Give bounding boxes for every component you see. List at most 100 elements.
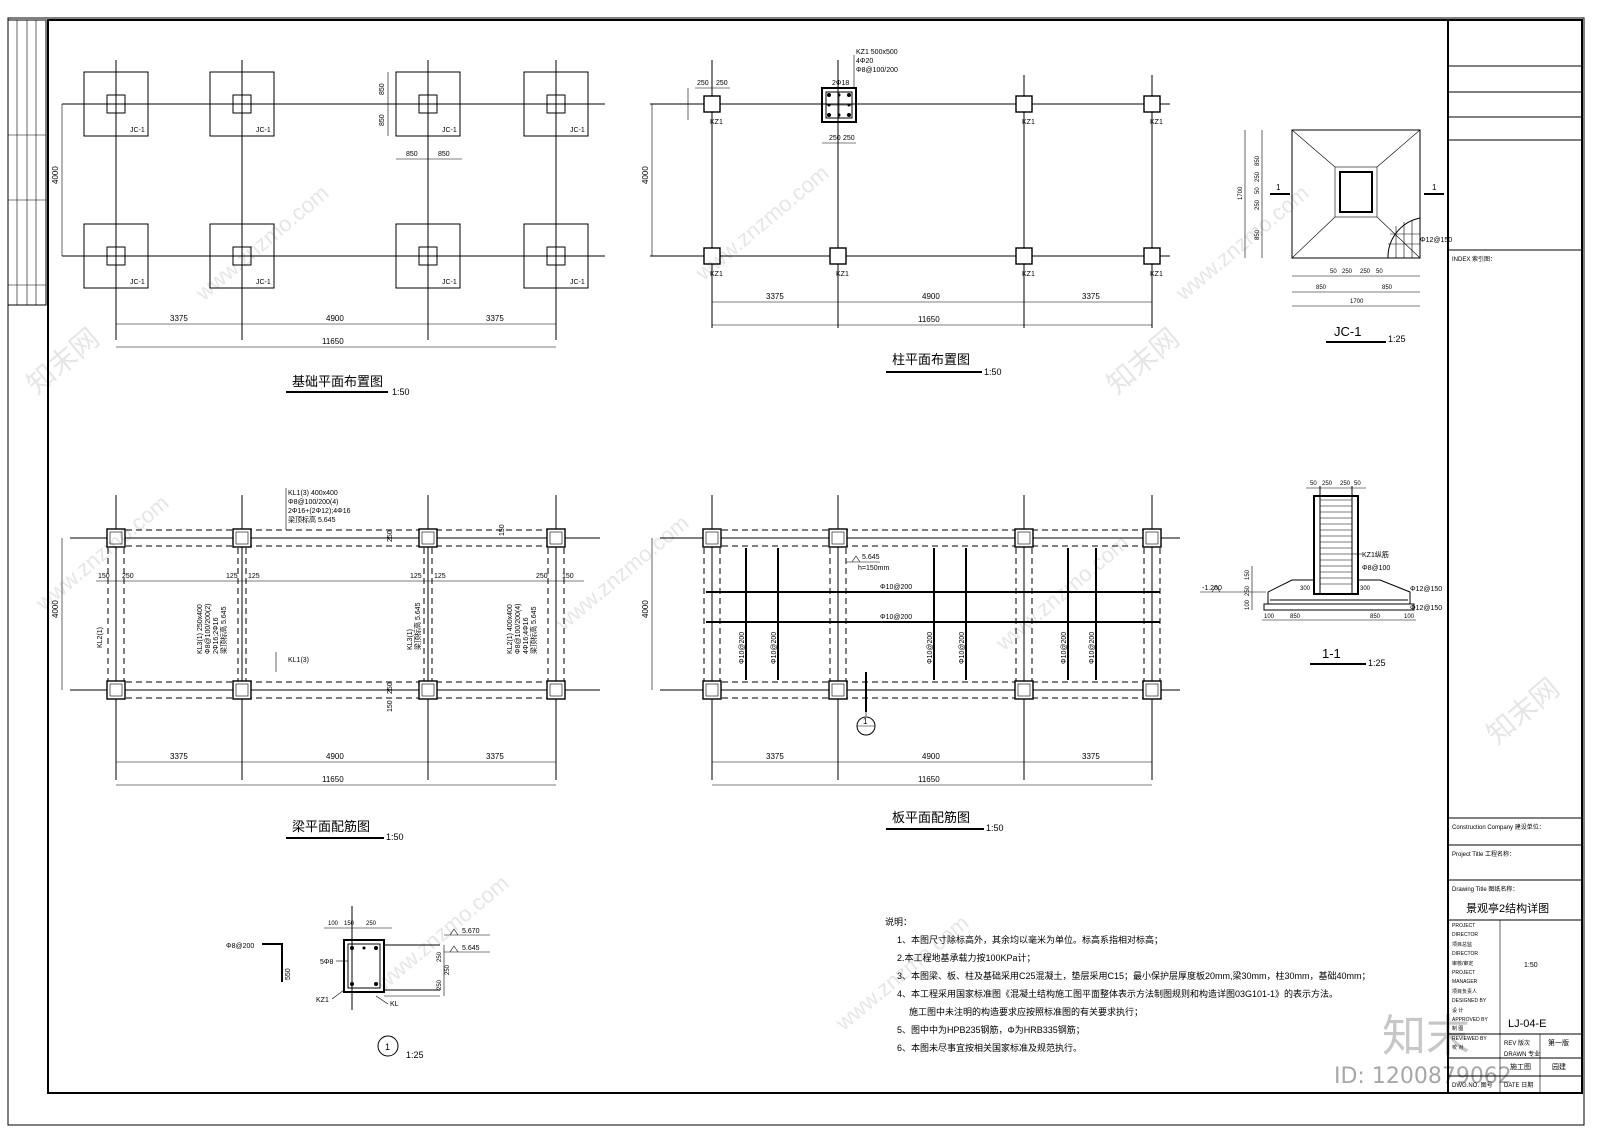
tb-row-1: 项目总监: [1452, 941, 1473, 948]
tb-drawn-label: DRAWN 专业: [1504, 1052, 1541, 1058]
d1-elev-1: 5.670: [462, 928, 480, 935]
column-inner: [549, 683, 563, 697]
fp-span-3: 3375: [486, 314, 504, 323]
footing-jc1: [83, 71, 149, 137]
tb-dwg-no-label: DWG.NO. 图号: [1452, 1083, 1493, 1089]
column-square: [1014, 680, 1034, 700]
column-inner: [1017, 683, 1031, 697]
jc1-dim-b1: 50: [1330, 269, 1337, 275]
s11-rebar-1: Φ12@150: [1410, 586, 1442, 593]
fp-dim-h-2: 850: [438, 151, 450, 158]
footing-label: JC-1: [570, 279, 585, 286]
jc1-title: JC-1: [1334, 324, 1361, 339]
tb-row-4: PROJECT MANAGER: [1452, 970, 1478, 986]
kl3-spec-4: 梁顶标高 5.645: [219, 606, 228, 654]
column-label: KZ1: [1150, 119, 1163, 126]
cp-title: 柱平面布置图: [892, 352, 970, 367]
footing-column: [232, 246, 252, 266]
tb-discipline: 园建: [1552, 1064, 1566, 1071]
slab-thickness: h=150mm: [858, 565, 889, 572]
footing-label: JC-1: [130, 279, 145, 286]
d1-mark: 1: [385, 1042, 390, 1052]
footing-label: JC-1: [570, 127, 585, 134]
slab-rebar-4: Φ10@200: [771, 632, 778, 664]
footing-jc1: [523, 71, 589, 137]
detail-1: Φ8@200 550 5Φ8 100 150 250 5.670 5.645 2…: [226, 906, 490, 1060]
bp-title: 梁平面配筋图: [292, 819, 370, 834]
slab-section-mark: 1: [863, 717, 868, 726]
tb-drawing-no: LJ-04-E: [1508, 1018, 1547, 1030]
bp-d6: 125: [434, 573, 446, 580]
beam-plan: KL1(3) 400x400 Φ8@100/200(4) 2Φ16+(2Φ12)…: [51, 488, 600, 842]
bp-d7: 250: [536, 573, 548, 580]
cp-total: 11650: [918, 315, 940, 324]
s11-rebar-2: Φ12@150: [1410, 605, 1442, 612]
jc1-section-left: 1: [1276, 183, 1281, 192]
footing-jc1: [395, 223, 461, 289]
column-label: KZ1: [836, 271, 849, 278]
jc1-dim-b3: 250: [1360, 269, 1371, 275]
jc1-dim-l4: 250: [1255, 199, 1261, 210]
fp-dim-top-1: 850: [379, 83, 386, 95]
sp-title: 板平面配筋图: [892, 810, 970, 825]
kl3-spec-3: 2Φ16;2Φ16: [213, 617, 220, 654]
note-1: 1、本图尺寸除标高外，其余均以毫米为单位。标高系指相对标高；: [897, 935, 1164, 945]
tb-row-9: 制 图: [1452, 1026, 1464, 1033]
column-inner: [235, 683, 249, 697]
tb-drawing-title-label: Drawing Title 图纸名称：: [1452, 887, 1519, 893]
kz1-spec-3: Φ8@100/200: [856, 67, 898, 74]
footing-column: [418, 94, 438, 114]
d1-bars: 5Φ8: [320, 959, 333, 966]
tb-row-3: 审核/审定: [1452, 960, 1474, 967]
kz1-dim-1: 250: [829, 135, 841, 142]
s11-stirrup: Φ8@100: [1362, 565, 1390, 572]
column-square: [546, 680, 566, 700]
footing-jc1: [209, 71, 275, 137]
column-square: [546, 528, 566, 548]
note-2: 2.本工程地基承载力按100KPa计；: [897, 953, 1036, 963]
jc1-detail: Φ12@150 1 1 850 250 50 250 850 1700 50 2…: [1238, 129, 1452, 344]
bp-scale: 1:50: [386, 832, 404, 842]
fp-total: 11650: [322, 337, 344, 346]
column-inner: [831, 683, 845, 697]
jc1-dim-h2: 850: [1382, 285, 1393, 291]
note-3: 3、本图梁、板、柱及基础采用C25混凝土，垫层采用C15；最小保护层厚度板20m…: [897, 971, 1371, 981]
bp-v2: 150: [499, 524, 506, 536]
s11-b1: 100: [1264, 614, 1275, 620]
s11-column-note: KZ1纵筋: [1362, 550, 1389, 559]
column-inner: [1017, 531, 1031, 545]
sp-dim-vertical: 4000: [641, 600, 650, 618]
kz1-dim-2: 250: [843, 135, 855, 142]
tb-row-10: REVIEWED BY: [1452, 1035, 1487, 1042]
footing-label: JC-1: [442, 279, 457, 286]
d1-kz: KZ1: [316, 997, 329, 1004]
tb-row-2: DIRECTOR: [1452, 951, 1479, 958]
cp-scale: 1:50: [984, 367, 1002, 377]
column-kz1: [1015, 247, 1033, 265]
footing-jc1: [395, 71, 461, 137]
tb-stage: 施工图: [1510, 1064, 1531, 1071]
bp-d4: 125: [248, 573, 260, 580]
column-label: KZ1: [1022, 271, 1035, 278]
s11-b3: 850: [1370, 614, 1381, 620]
column-label: KZ1: [1150, 271, 1163, 278]
slab-rebar-3: Φ10@200: [739, 632, 746, 664]
column-kz1: [1143, 95, 1161, 113]
kl1-spec-2: Φ8@100/200(4): [288, 499, 338, 506]
column-inner: [109, 683, 123, 697]
d1-top-2: 150: [344, 921, 355, 927]
column-inner: [421, 531, 435, 545]
note-4: 4、本工程采用国家标准图《混凝土结构施工图平面整体表示方法制图规则和构造详图03…: [897, 989, 1339, 999]
tb-row-5: 项目负责人: [1452, 988, 1478, 995]
jc1-dim-h1: 850: [1316, 285, 1327, 291]
cp-span-1: 3375: [766, 292, 784, 301]
cp-span-2: 4900: [922, 292, 940, 301]
kz1-spec-1: KZ1 500x500: [856, 49, 898, 56]
jc1-dim-total-v: 1700: [1238, 186, 1244, 200]
fp-scale: 1:50: [392, 387, 410, 397]
s11-v1: 150: [1245, 569, 1251, 580]
s11-v2: 250: [1245, 585, 1251, 596]
footing-jc1: [523, 223, 589, 289]
tb-row-0: PROJECT DIRECTOR: [1452, 923, 1479, 939]
kl2-spec-4: 梁顶标高 5.645: [529, 606, 538, 654]
